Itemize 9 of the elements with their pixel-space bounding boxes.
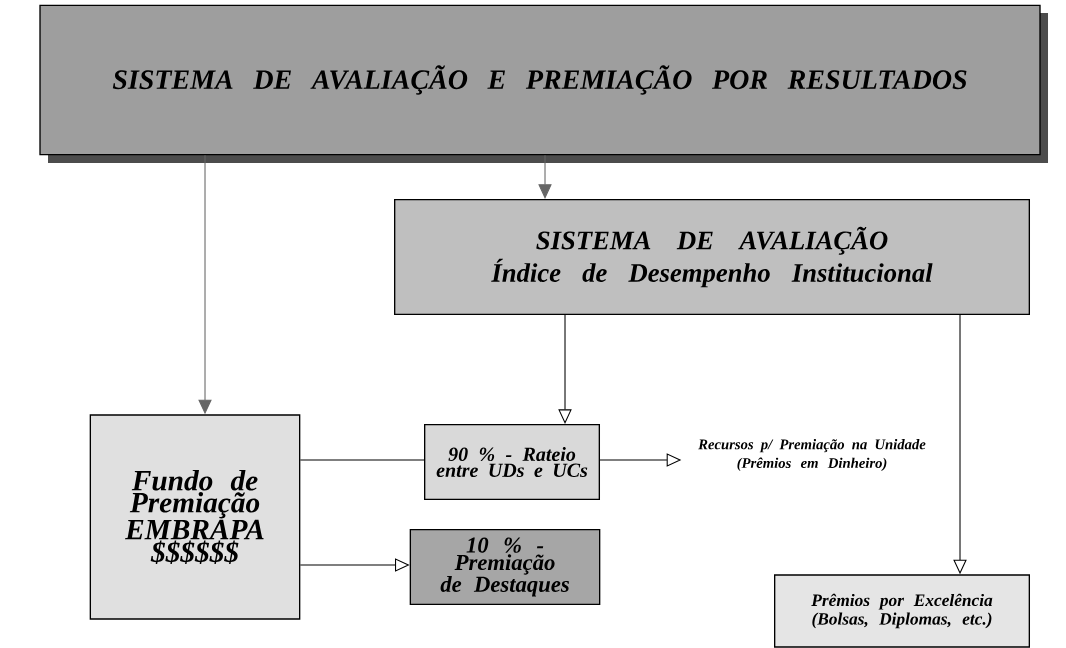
title-box: SISTEMA DE AVALIAÇÃO E PREMIAÇÃO POR RESULTADOS (39, 4, 1048, 163)
process-box: 90 % - Rateio entre UDs e UCs (424, 424, 600, 500)
fund-box: Fundo de Premiação EMBRAPA $$$$$$ (89, 414, 301, 620)
process-box: Prêmios por Excelência (Bolsas, Diplomas, etc.) (774, 574, 1030, 648)
text-label: Recursos p/ Premiação na Unidade (Prêmios em Dinheiro) (698, 439, 926, 471)
process-box: SISTEMA DE AVALIAÇÃO Índice de Desempenho Institucional (394, 199, 1030, 315)
arrow (538, 154, 552, 199)
arrow (558, 314, 572, 424)
process-box: 10 % - Premiação de Destaques (409, 529, 601, 605)
